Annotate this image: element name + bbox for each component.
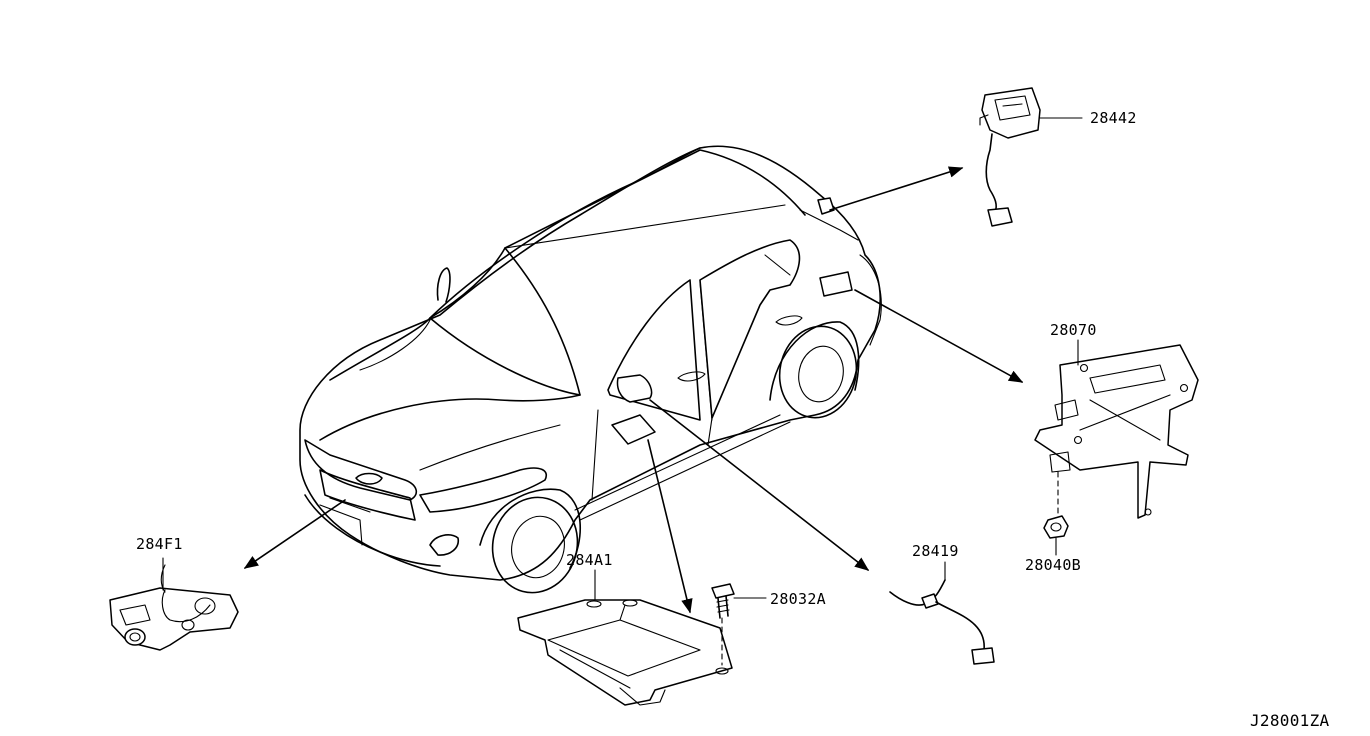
part-284A1-illustration xyxy=(517,569,733,706)
vehicle-illustration xyxy=(299,145,882,594)
leader-arrows xyxy=(243,166,1024,614)
label-28419: 28419 xyxy=(912,542,959,560)
label-28032A: 28032A xyxy=(770,590,826,608)
label-284F1: 284F1 xyxy=(136,535,183,553)
label-28040B: 28040B xyxy=(1025,556,1081,574)
part-28070-illustration xyxy=(1034,339,1199,519)
part-284F1-illustration xyxy=(109,557,239,651)
label-28070: 28070 xyxy=(1050,321,1097,339)
part-28032A-illustration xyxy=(711,583,767,666)
part-28040B-illustration xyxy=(1043,515,1069,556)
label-284A1: 284A1 xyxy=(566,551,613,569)
part-28419-illustration xyxy=(889,561,995,665)
part-28442-illustration xyxy=(979,87,1083,227)
label-28442: 28442 xyxy=(1090,109,1137,127)
diagram-id: J28001ZA xyxy=(1250,711,1330,730)
